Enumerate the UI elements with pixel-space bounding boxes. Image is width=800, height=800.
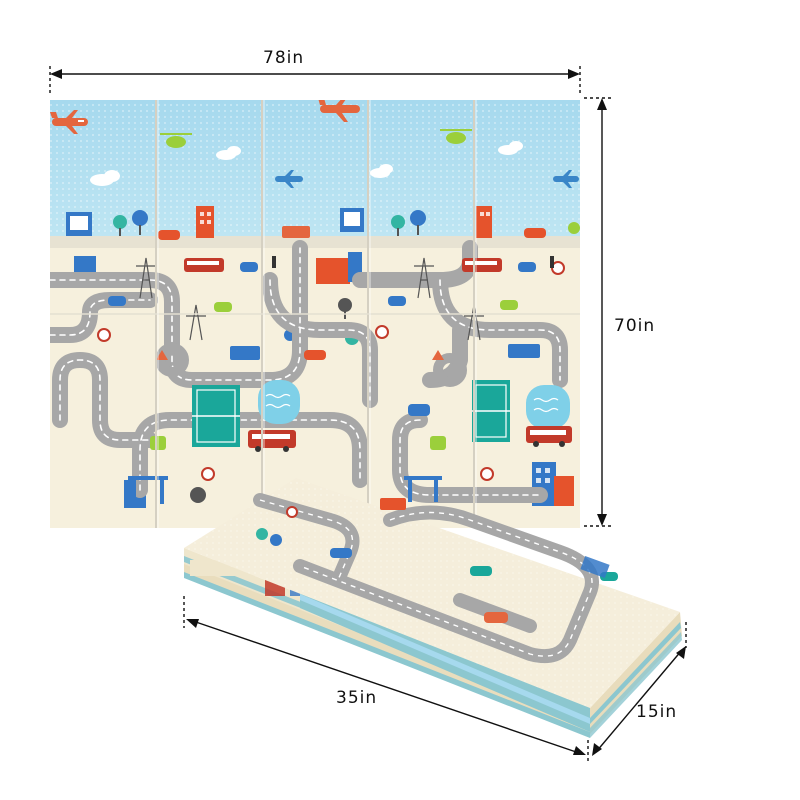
gas-station-icon xyxy=(128,476,442,504)
tennis-court-icon xyxy=(192,380,510,447)
fold-lines xyxy=(50,100,580,528)
tree-icon xyxy=(256,528,282,546)
stop-sign-icon xyxy=(97,261,565,481)
traffic-light-icon xyxy=(272,256,554,268)
car-icon xyxy=(108,226,546,450)
helicopter-icon xyxy=(160,129,472,148)
width-dimension-label: 78in xyxy=(263,48,305,68)
cloud-icon xyxy=(90,141,523,186)
pond-icon xyxy=(258,380,570,429)
height-dimension-label: 70in xyxy=(614,316,656,336)
unfolded-mat xyxy=(50,100,580,528)
folded-mat xyxy=(184,478,682,738)
airplane-icon xyxy=(50,100,579,188)
bus-icon xyxy=(184,258,572,452)
length-dimension-label: 35in xyxy=(336,688,378,708)
dimension-lines xyxy=(49,66,687,764)
stop-sign-icon xyxy=(286,506,298,518)
depth-dimension-label: 15in xyxy=(636,702,678,722)
